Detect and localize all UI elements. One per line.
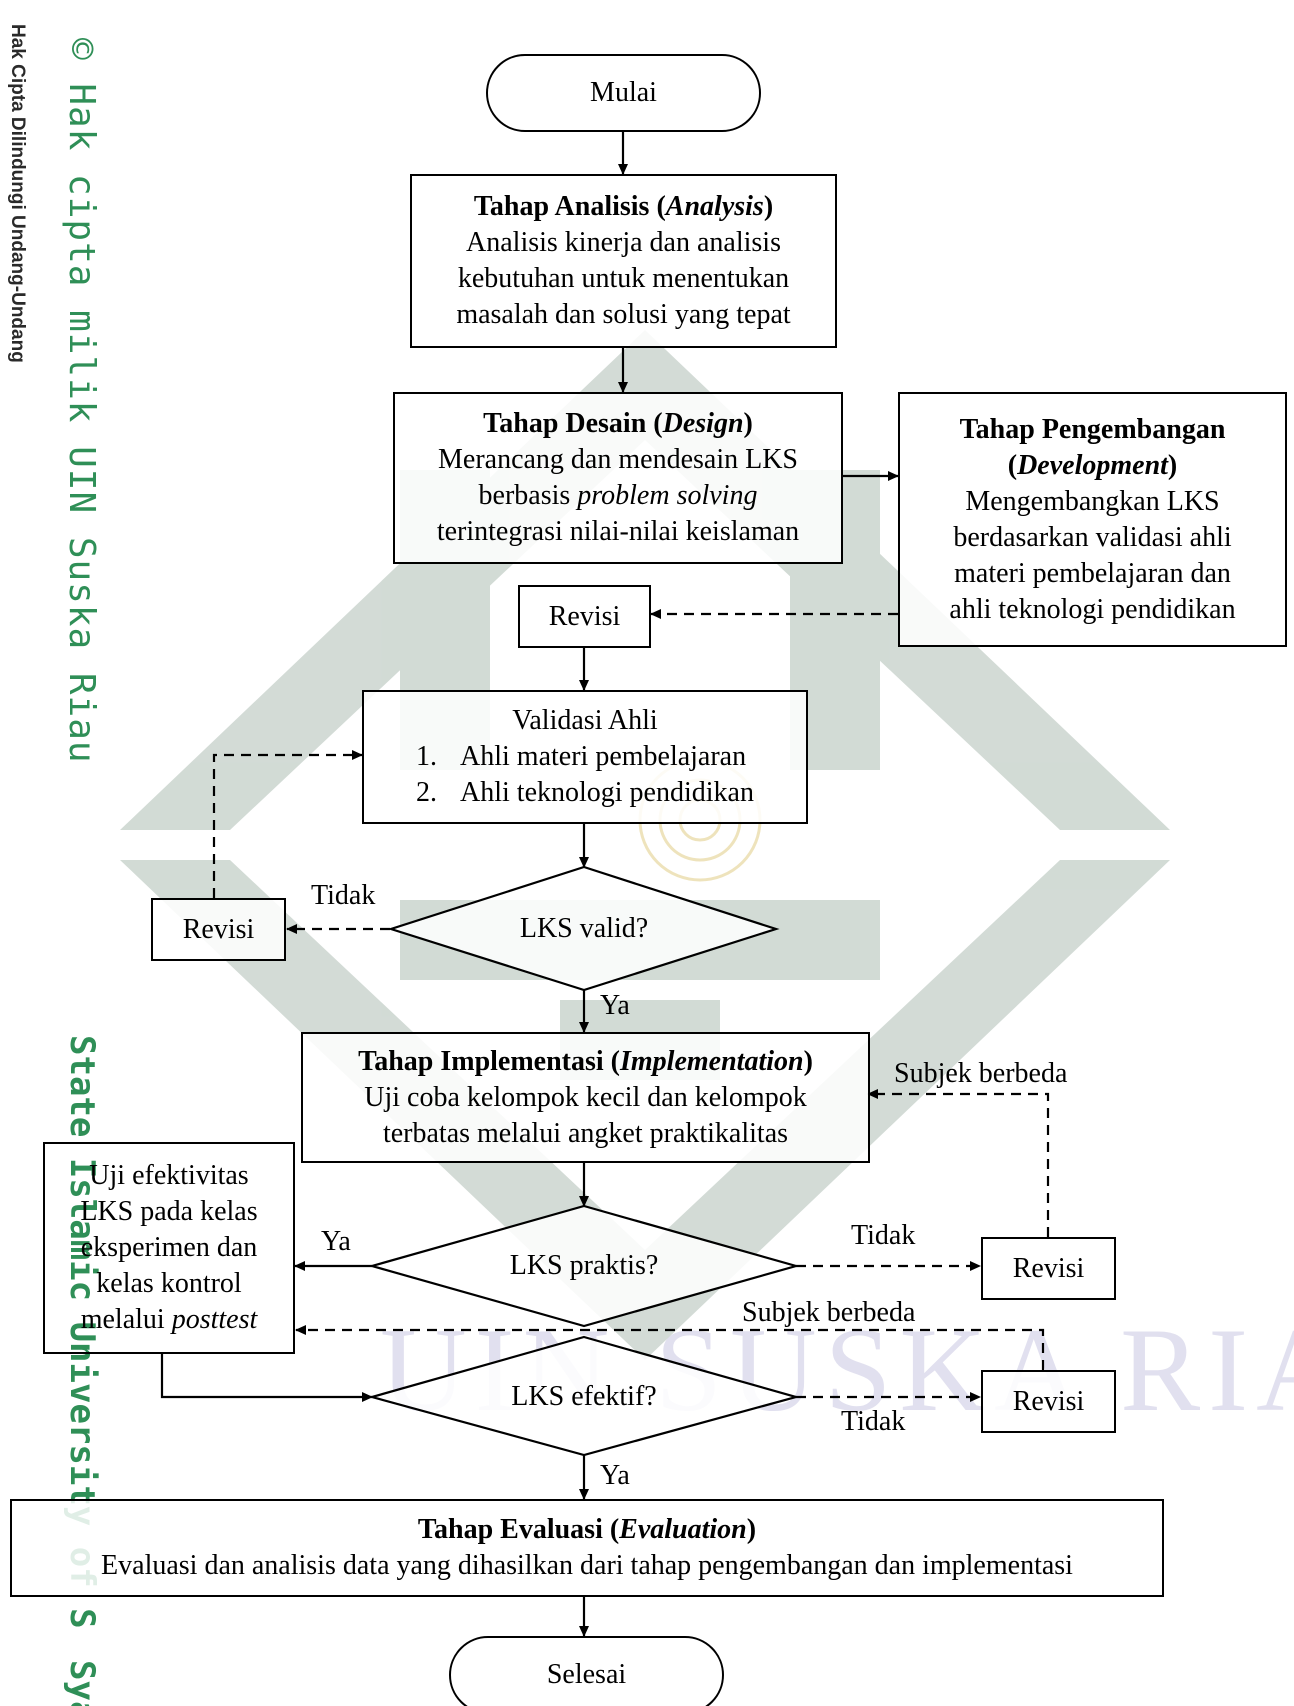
- development-line: berdasarkan validasi ahli: [953, 521, 1232, 553]
- decision-praktis-diamond: [367, 1204, 801, 1328]
- label-subjek-berbeda: Subjek berbeda: [742, 1297, 916, 1328]
- label-tidak: Tidak: [841, 1406, 906, 1437]
- start-terminal: Mulai: [486, 54, 761, 132]
- validation-box: Validasi Ahli 1.Ahli materi pembelajaran…: [362, 690, 808, 824]
- development-line: ahli teknologi pendidikan: [949, 593, 1236, 625]
- label-tidak: Tidak: [311, 880, 376, 911]
- decision-efektif-label: LKS efektif?: [511, 1381, 657, 1412]
- implementation-title: Tahap Implementasi (Implementation): [358, 1045, 813, 1077]
- revisi-label: Revisi: [182, 913, 255, 945]
- validation-title: Validasi Ahli: [512, 705, 658, 736]
- analysis-line: Analisis kinerja dan analisis: [466, 227, 781, 258]
- revisi-box-2: Revisi: [151, 898, 286, 961]
- analysis-line: kebutuhan untuk menentukan: [457, 263, 790, 294]
- revisi-box-3: Revisi: [981, 1237, 1116, 1300]
- effectiveness-line: LKS pada kelas: [80, 1196, 258, 1227]
- arrow-revisi-to-validation-dashed: [212, 750, 363, 898]
- revisi-box-4: Revisi: [981, 1370, 1116, 1433]
- implementation-box: Tahap Implementasi (Implementation) Uji …: [301, 1032, 870, 1163]
- validation-list: 1.Ahli materi pembelajaran 2.Ahli teknol…: [416, 739, 754, 811]
- analysis-line: masalah dan solusi yang tepat: [456, 299, 791, 330]
- arrow-revisi-to-implementation: [867, 1089, 1050, 1237]
- design-box: Tahap Desain (Design) Merancang dan mend…: [393, 392, 843, 564]
- effectiveness-line: Uji efektivitas: [89, 1160, 249, 1191]
- development-line: materi pembelajaran dan: [954, 557, 1231, 589]
- label-ya: Ya: [321, 1226, 351, 1257]
- analysis-title: Tahap Analisis (Analysis): [473, 191, 774, 222]
- label-subjek-berbeda: Subjek berbeda: [894, 1058, 1068, 1089]
- revisi-label: Revisi: [1012, 1385, 1085, 1417]
- decision-efektif-diamond: [367, 1335, 801, 1457]
- implementation-line: Uji coba kelompok kecil dan kelompok: [364, 1081, 807, 1113]
- decision-praktis-label: LKS praktis?: [509, 1250, 659, 1281]
- design-line: Merancang dan mendesain LKS: [438, 444, 798, 475]
- design-line: berbasis problem solving: [478, 480, 758, 511]
- development-title: Tahap Pengembangan: [959, 413, 1226, 445]
- label-tidak: Tidak: [851, 1220, 916, 1251]
- effectiveness-line: eksperimen dan: [80, 1232, 258, 1263]
- decision-valid-diamond: [387, 865, 780, 992]
- revisi-label: Revisi: [548, 600, 621, 632]
- effectiveness-line: melalui posttest: [80, 1304, 258, 1335]
- label-ya: Ya: [600, 990, 630, 1021]
- development-box: Tahap Pengembangan (Development) Mengemb…: [898, 392, 1287, 647]
- arrow-revisi-to-effectiveness: [295, 1325, 1045, 1370]
- effectiveness-box: Uji efektivitas LKS pada kelas eksperime…: [43, 1142, 295, 1354]
- development-line: Mengembangkan LKS: [965, 485, 1220, 517]
- validation-item: 1.Ahli materi pembelajaran: [416, 741, 747, 772]
- evaluation-title: Tahap Evaluasi (Evaluation): [417, 1514, 757, 1545]
- label-ya: Ya: [600, 1460, 630, 1491]
- revisi-box-1: Revisi: [518, 585, 651, 648]
- evaluation-line: Evaluasi dan analisis data yang dihasilk…: [101, 1550, 1073, 1581]
- effectiveness-line: kelas kontrol: [96, 1268, 242, 1299]
- development-title-en: (Development): [1007, 449, 1178, 481]
- validation-item: 2.Ahli teknologi pendidikan: [416, 777, 754, 808]
- decision-valid-label: LKS valid?: [519, 913, 649, 944]
- arrow-effectiveness-to-efektif: [160, 1354, 373, 1402]
- evaluation-box: Tahap Evaluasi (Evaluation) Evaluasi dan…: [10, 1499, 1164, 1597]
- end-terminal: Selesai: [449, 1636, 724, 1706]
- revisi-label: Revisi: [1012, 1252, 1085, 1284]
- design-line: terintegrasi nilai-nilai keislaman: [436, 516, 800, 547]
- design-title: Tahap Desain (Design): [483, 408, 753, 439]
- analysis-box: Tahap Analisis (Analysis) Analisis kiner…: [410, 174, 837, 348]
- end-label: Selesai: [546, 1659, 627, 1690]
- start-label: Mulai: [590, 77, 657, 108]
- implementation-line: terbatas melalui angket praktikalitas: [382, 1117, 789, 1149]
